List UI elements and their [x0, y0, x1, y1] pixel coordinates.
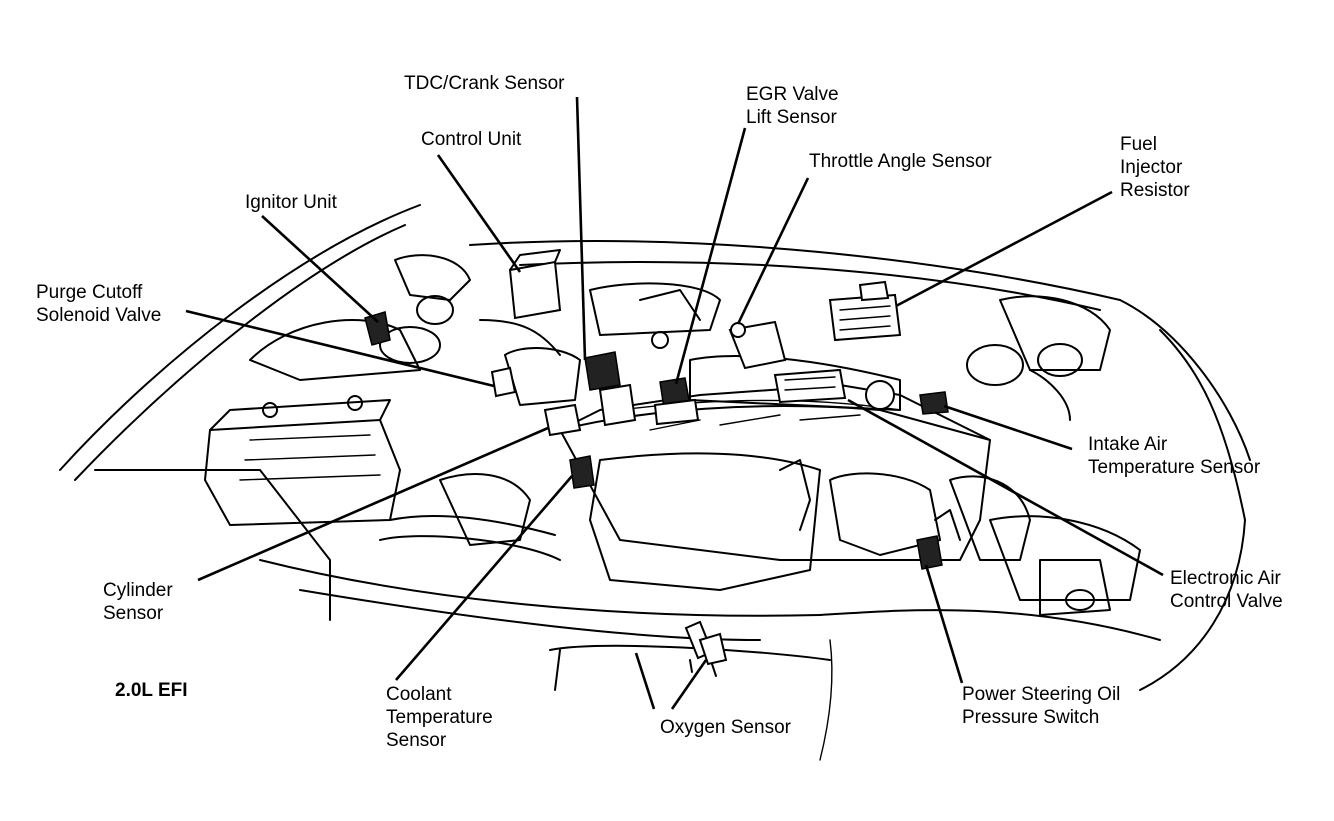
label-power-steering-oil-pressure-switch: Power Steering Oil Pressure Switch: [962, 683, 1120, 729]
label-fuel-injector-resistor: Fuel Injector Resistor: [1120, 133, 1190, 202]
label-line: Resistor: [1120, 180, 1190, 201]
diagram-caption: 2.0L EFI: [115, 680, 188, 701]
label-line: Sensor: [386, 730, 447, 751]
label-line: Solenoid Valve: [36, 305, 162, 326]
label-line: Coolant: [386, 684, 452, 705]
label-line: Control Unit: [421, 129, 522, 150]
label-line: TDC/Crank Sensor: [404, 73, 565, 94]
label-line: Lift Sensor: [746, 107, 837, 128]
label-line: Ignitor Unit: [245, 192, 337, 213]
label-electronic-air-control-valve: Electronic Air Control Valve: [1170, 567, 1283, 613]
body-outline: [59, 204, 1251, 761]
label-line: Control Valve: [1170, 591, 1283, 612]
label-line: Intake Air: [1088, 434, 1168, 455]
label-egr-valve-lift-sensor: EGR Valve Lift Sensor: [746, 83, 839, 129]
label-line: Throttle Angle Sensor: [809, 151, 992, 172]
label-cylinder-sensor: Cylinder Sensor: [103, 579, 173, 625]
label-coolant-temperature-sensor: Coolant Temperature Sensor: [386, 683, 493, 752]
label-throttle-angle-sensor: Throttle Angle Sensor: [809, 150, 992, 173]
label-oxygen-sensor: Oxygen Sensor: [660, 716, 791, 739]
label-line: Injector: [1120, 157, 1183, 178]
label-intake-air-temperature-sensor: Intake Air Temperature Sensor: [1088, 433, 1260, 479]
label-line: Purge Cutoff: [36, 282, 143, 303]
label-control-unit: Control Unit: [421, 128, 521, 151]
left-components: [249, 254, 561, 561]
label-line: Temperature Sensor: [1088, 457, 1261, 478]
sensor-parts: [364, 280, 961, 677]
label-ignitor-unit: Ignitor Unit: [245, 191, 337, 214]
label-tdc-crank-sensor: TDC/Crank Sensor: [404, 72, 565, 95]
label-line: Oxygen Sensor: [660, 717, 791, 738]
label-line: Electronic Air: [1170, 568, 1281, 589]
label-line: Pressure Switch: [962, 707, 1100, 728]
right-components: [966, 295, 1141, 616]
upper-components: [479, 249, 721, 406]
label-line: Cylinder: [103, 580, 173, 601]
label-line: EGR Valve: [746, 84, 839, 105]
label-line: Temperature: [386, 707, 493, 728]
label-line: Fuel: [1120, 134, 1157, 155]
label-purge-cutoff-solenoid-valve: Purge Cutoff Solenoid Valve: [36, 281, 161, 327]
label-line: Sensor: [103, 603, 164, 624]
leader-lines: [185, 96, 1164, 710]
label-line: Power Steering Oil: [962, 684, 1121, 705]
